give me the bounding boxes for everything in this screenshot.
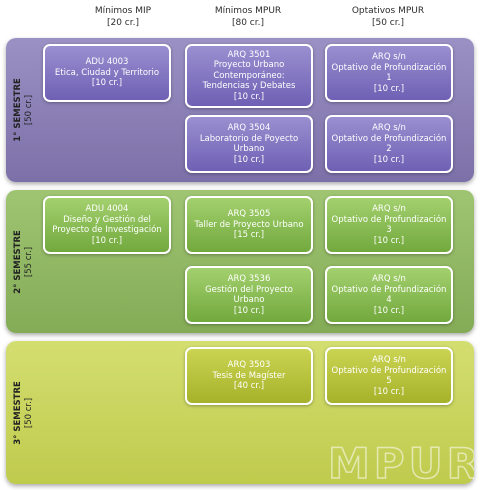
course-box-optativo-3: ARQ s/n Optativo de Profundización 3 [10… (325, 196, 453, 254)
course-name: Optativo de Profundización 5 (331, 365, 447, 387)
course-credits: [10 cr.] (373, 305, 405, 316)
semester-credits: [50 cr.] (24, 94, 34, 126)
course-name: Proyecto Urbano Contemporáneo: Tendencia… (202, 60, 296, 92)
semester-label-3: 3° SEMESTRE [50 cr.] (4, 343, 44, 483)
column-credits: [50 cr.] (371, 18, 405, 28)
semester-title: 3° SEMESTRE (13, 381, 23, 445)
course-code: ARQ 3504 (227, 123, 271, 133)
column-header-minimos-mip: Mínimos MIP [20 cr.] (53, 5, 193, 29)
mpur-watermark: MPUR (327, 440, 474, 484)
column-header-optativos-mpur: Optativos MPUR [50 cr.] (318, 5, 458, 29)
course-code: ARQ 3501 (227, 49, 271, 60)
course-credits: [40 cr.] (233, 381, 265, 392)
semester-title: 1° SEMESTRE (13, 78, 23, 142)
column-credits: [80 cr.] (231, 18, 265, 28)
watermark-text: MPUR (328, 440, 474, 484)
course-box-arq-3504: ARQ 3504 Laboratorio de Poyecto Urbano [… (185, 115, 313, 173)
semester-credits: [55 cr.] (24, 246, 34, 278)
course-name: Etica, Ciudad y Territorio (54, 67, 160, 78)
course-box-arq-3501: ARQ 3501 Proyecto Urbano Contemporáneo: … (185, 44, 313, 108)
course-code: ARQ 3536 (227, 274, 271, 284)
course-credits: [10 cr.] (91, 78, 123, 89)
course-name: Optativo de Profundización 3 (331, 214, 447, 236)
course-box-adu-4003: ADU 4003 Etica, Ciudad y Territorio [10 … (43, 44, 171, 102)
course-box-arq-3503: ARQ 3503 Tesis de Magíster [40 cr.] (185, 347, 313, 405)
course-box-optativo-5: ARQ s/n Optativo de Profundización 5 [10… (325, 347, 453, 405)
course-credits: [15 cr.] (233, 230, 265, 241)
course-code: ARQ s/n (372, 274, 406, 284)
course-name: Optativo de Profundización 4 (331, 284, 447, 306)
course-code: ARQ 3505 (227, 209, 271, 220)
column-title: Optativos MPUR (351, 6, 425, 16)
course-name: Gestión del Proyecto Urbano (205, 284, 293, 306)
course-code: ARQ s/n (372, 52, 406, 62)
course-box-arq-3536: ARQ 3536 Gestión del Proyecto Urbano [10… (185, 266, 313, 324)
course-credits: [10 cr.] (91, 235, 123, 246)
semester-title: 2° SEMESTRE (13, 230, 23, 294)
course-box-adu-4004: ADU 4004 Diseño y Gestión del Proyecto d… (43, 196, 171, 254)
semester-label-2: 2° SEMESTRE [55 cr.] (4, 192, 44, 332)
column-title: Mínimos MPUR (214, 6, 282, 16)
course-box-arq-3505: ARQ 3505 Taller de Proyecto Urbano [15 c… (185, 196, 313, 254)
course-name: Taller de Proyecto Urbano (194, 219, 304, 230)
course-code: ARQ s/n (372, 123, 406, 133)
column-title: Mínimos MIP (94, 6, 152, 16)
course-code: ARQ 3503 (227, 360, 271, 371)
course-name: Optativo de Profundización 2 (331, 133, 447, 155)
course-credits: [10 cr.] (233, 91, 265, 102)
course-credits: [10 cr.] (373, 386, 405, 397)
course-box-optativo-1: ARQ s/n Optativo de Profundización 1 [10… (325, 44, 453, 102)
course-name: Diseño y Gestión del Proyecto de Investi… (52, 214, 162, 236)
semester-label-1: 1° SEMESTRE [50 cr.] (4, 40, 44, 180)
course-box-optativo-2: ARQ s/n Optativo de Profundización 2 [10… (325, 115, 453, 173)
course-code: ADU 4003 (85, 57, 129, 68)
semester-credits: [50 cr.] (24, 397, 34, 429)
course-credits: [10 cr.] (373, 235, 405, 246)
course-box-optativo-4: ARQ s/n Optativo de Profundización 4 [10… (325, 266, 453, 324)
course-name: Optativo de Profundización 1 (331, 62, 447, 84)
course-code: ARQ s/n (372, 355, 406, 365)
course-credits: [10 cr.] (373, 154, 405, 165)
course-credits: [10 cr.] (233, 305, 265, 316)
course-code: ADU 4004 (85, 204, 129, 214)
course-code: ARQ s/n (372, 204, 406, 214)
column-header-minimos-mpur: Mínimos MPUR [80 cr.] (178, 5, 318, 29)
course-credits: [10 cr.] (373, 83, 405, 94)
course-name: Laboratorio de Poyecto Urbano (199, 133, 299, 155)
course-name: Tesis de Magíster (212, 370, 286, 381)
column-credits: [20 cr.] (106, 18, 140, 28)
course-credits: [10 cr.] (233, 154, 265, 165)
